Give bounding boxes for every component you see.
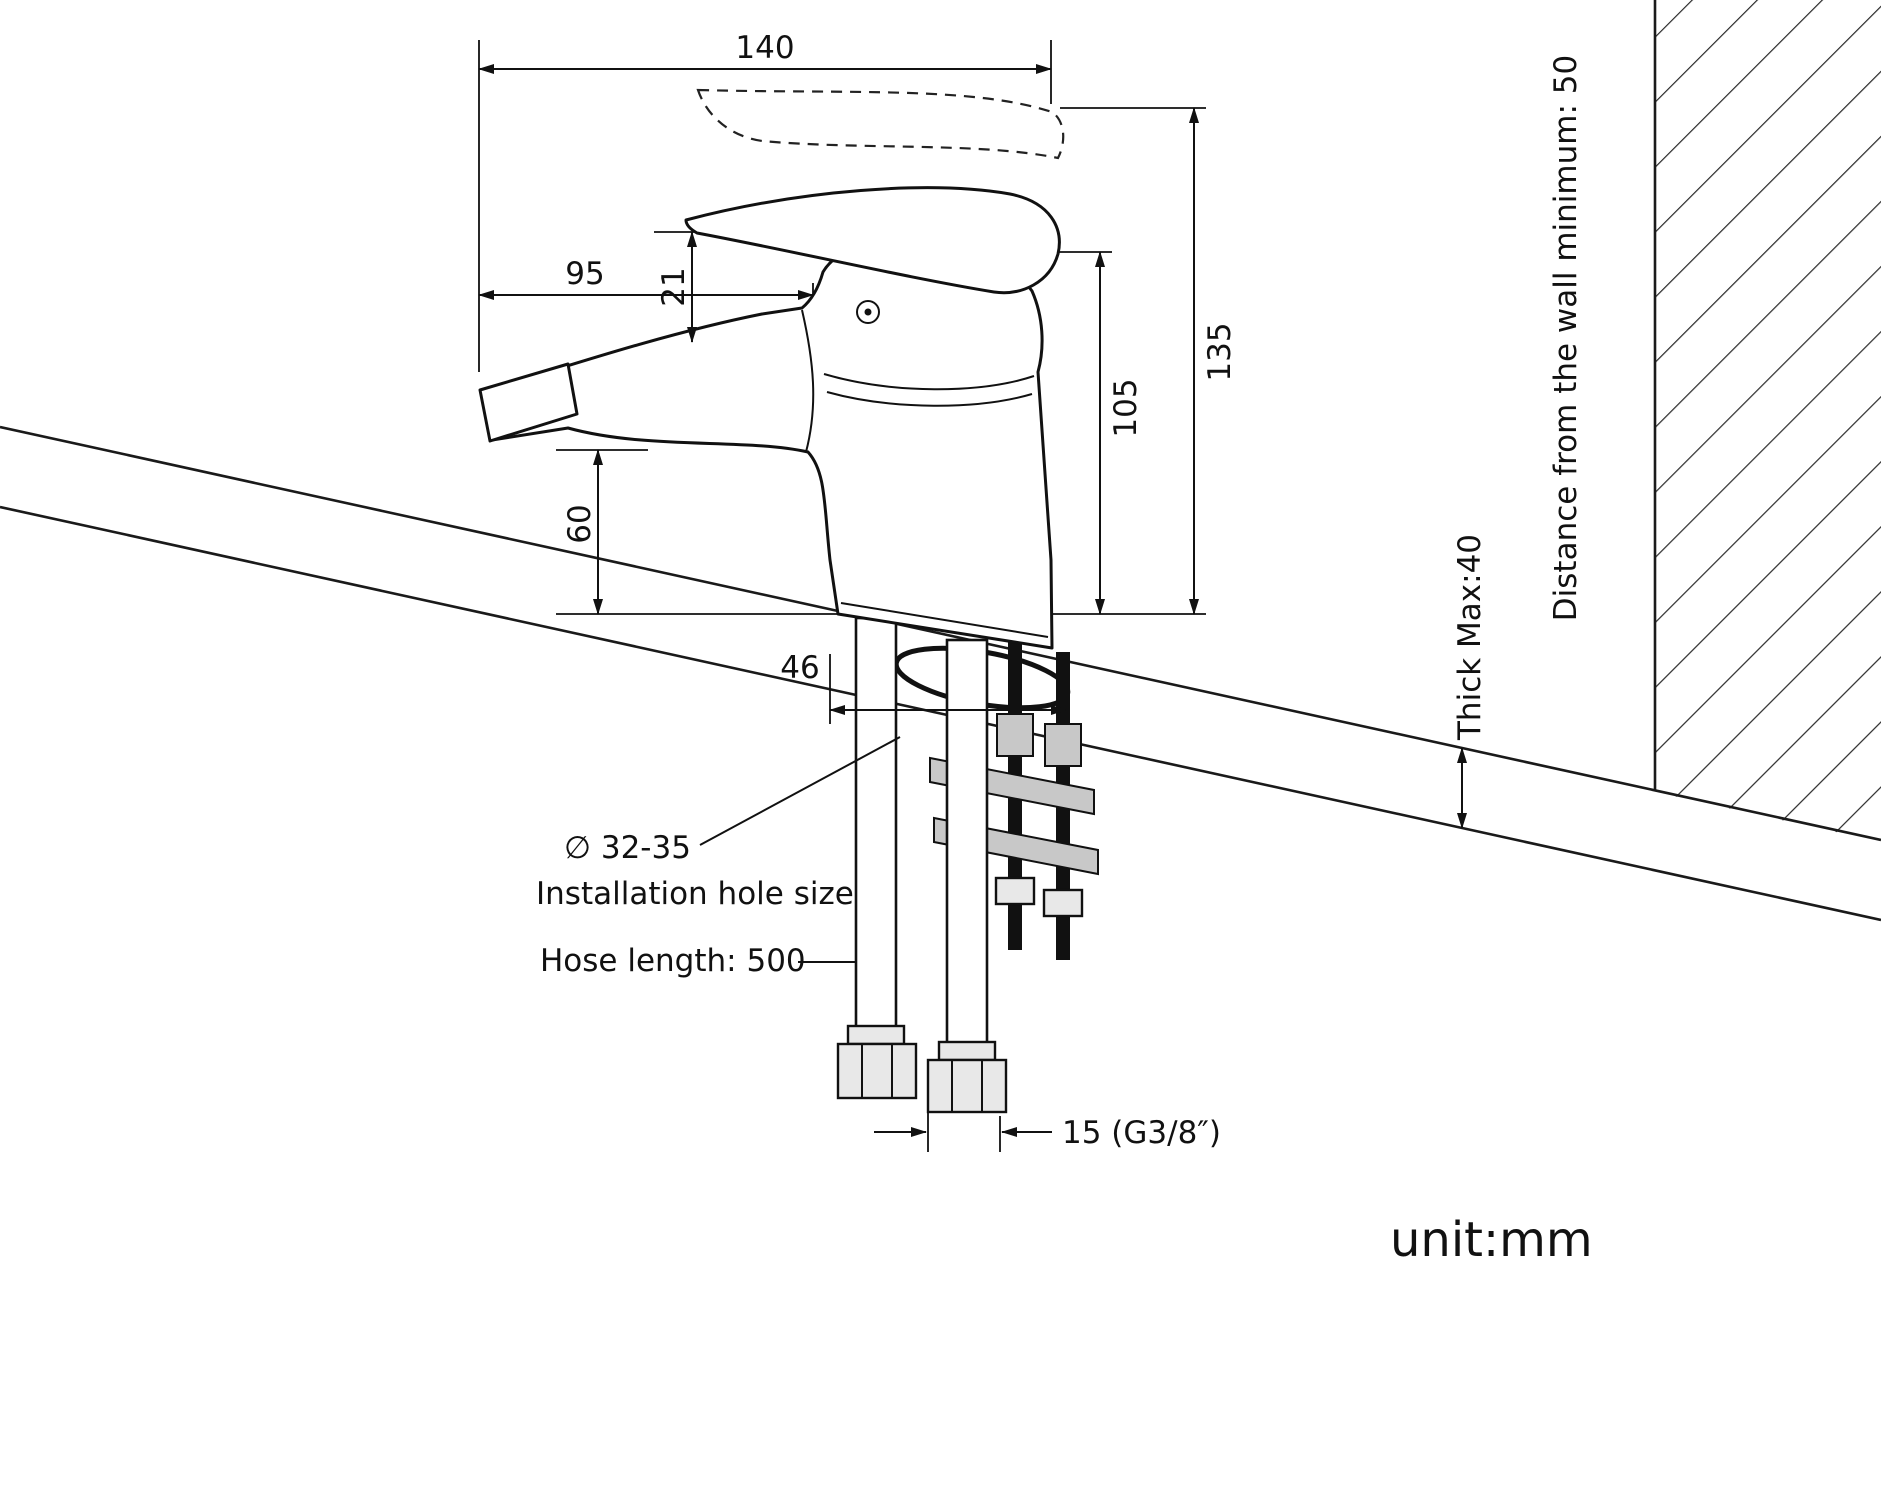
under-counter-hardware — [836, 616, 1099, 1114]
dim-135-label: 135 — [1202, 322, 1238, 381]
hose-nut-left — [836, 1042, 918, 1100]
spout-body-junction-line — [801, 309, 815, 453]
faucet-body — [481, 238, 1054, 650]
dim-60-label: 60 — [562, 504, 598, 543]
dim-21-label: 21 — [656, 267, 692, 306]
dim-105-label: 105 — [1108, 378, 1144, 437]
supply-hose-right — [945, 638, 989, 1060]
dimension-labels: 140 95 21 135 105 60 46 ∅ 32-35 Installa… — [536, 30, 1593, 1268]
faucet-handle-raised-dashed — [696, 88, 1065, 160]
dim-95-label: 95 — [565, 256, 604, 292]
dim-140-label: 140 — [735, 30, 794, 66]
connector-size-label: 15 (G3/8″) — [1062, 1115, 1221, 1151]
cartridge-seam-1 — [823, 373, 1035, 391]
wall-section — [1653, 0, 1881, 842]
aerator — [478, 362, 579, 443]
stud-nut-left — [994, 876, 1036, 906]
set-screw-dot — [864, 308, 872, 316]
cartridge-seam-2 — [826, 391, 1033, 407]
hole-caption-label: Installation hole size — [536, 876, 854, 912]
supply-hose-left — [854, 616, 898, 1044]
dim-46-label: 46 — [780, 650, 819, 686]
faucet-handle — [684, 186, 1061, 295]
base-rim-line — [840, 602, 1049, 638]
wall-hatching — [1655, 0, 1881, 842]
unit-label: unit:mm — [1390, 1212, 1593, 1268]
hole-diameter-label: ∅ 32-35 — [564, 830, 691, 866]
hose-length-label: Hose length: 500 — [540, 943, 806, 979]
deck-thickness-label: Thick Max:40 — [1452, 534, 1488, 741]
washer-prong-right — [1044, 723, 1082, 767]
dimension-lines — [478, 64, 1467, 1137]
wall-distance-label: Distance from the wall minimum: 50 — [1548, 55, 1584, 621]
hole-size-leader-line — [699, 736, 901, 846]
hose-collar-left — [846, 1024, 906, 1046]
hose-nut-right — [926, 1058, 1008, 1114]
counter-top-line — [0, 425, 1881, 842]
faucet-drawing — [478, 88, 1065, 650]
stud-nut-right — [1042, 888, 1084, 918]
hose-collar-right — [937, 1040, 997, 1062]
washer-prong-left — [996, 713, 1034, 757]
